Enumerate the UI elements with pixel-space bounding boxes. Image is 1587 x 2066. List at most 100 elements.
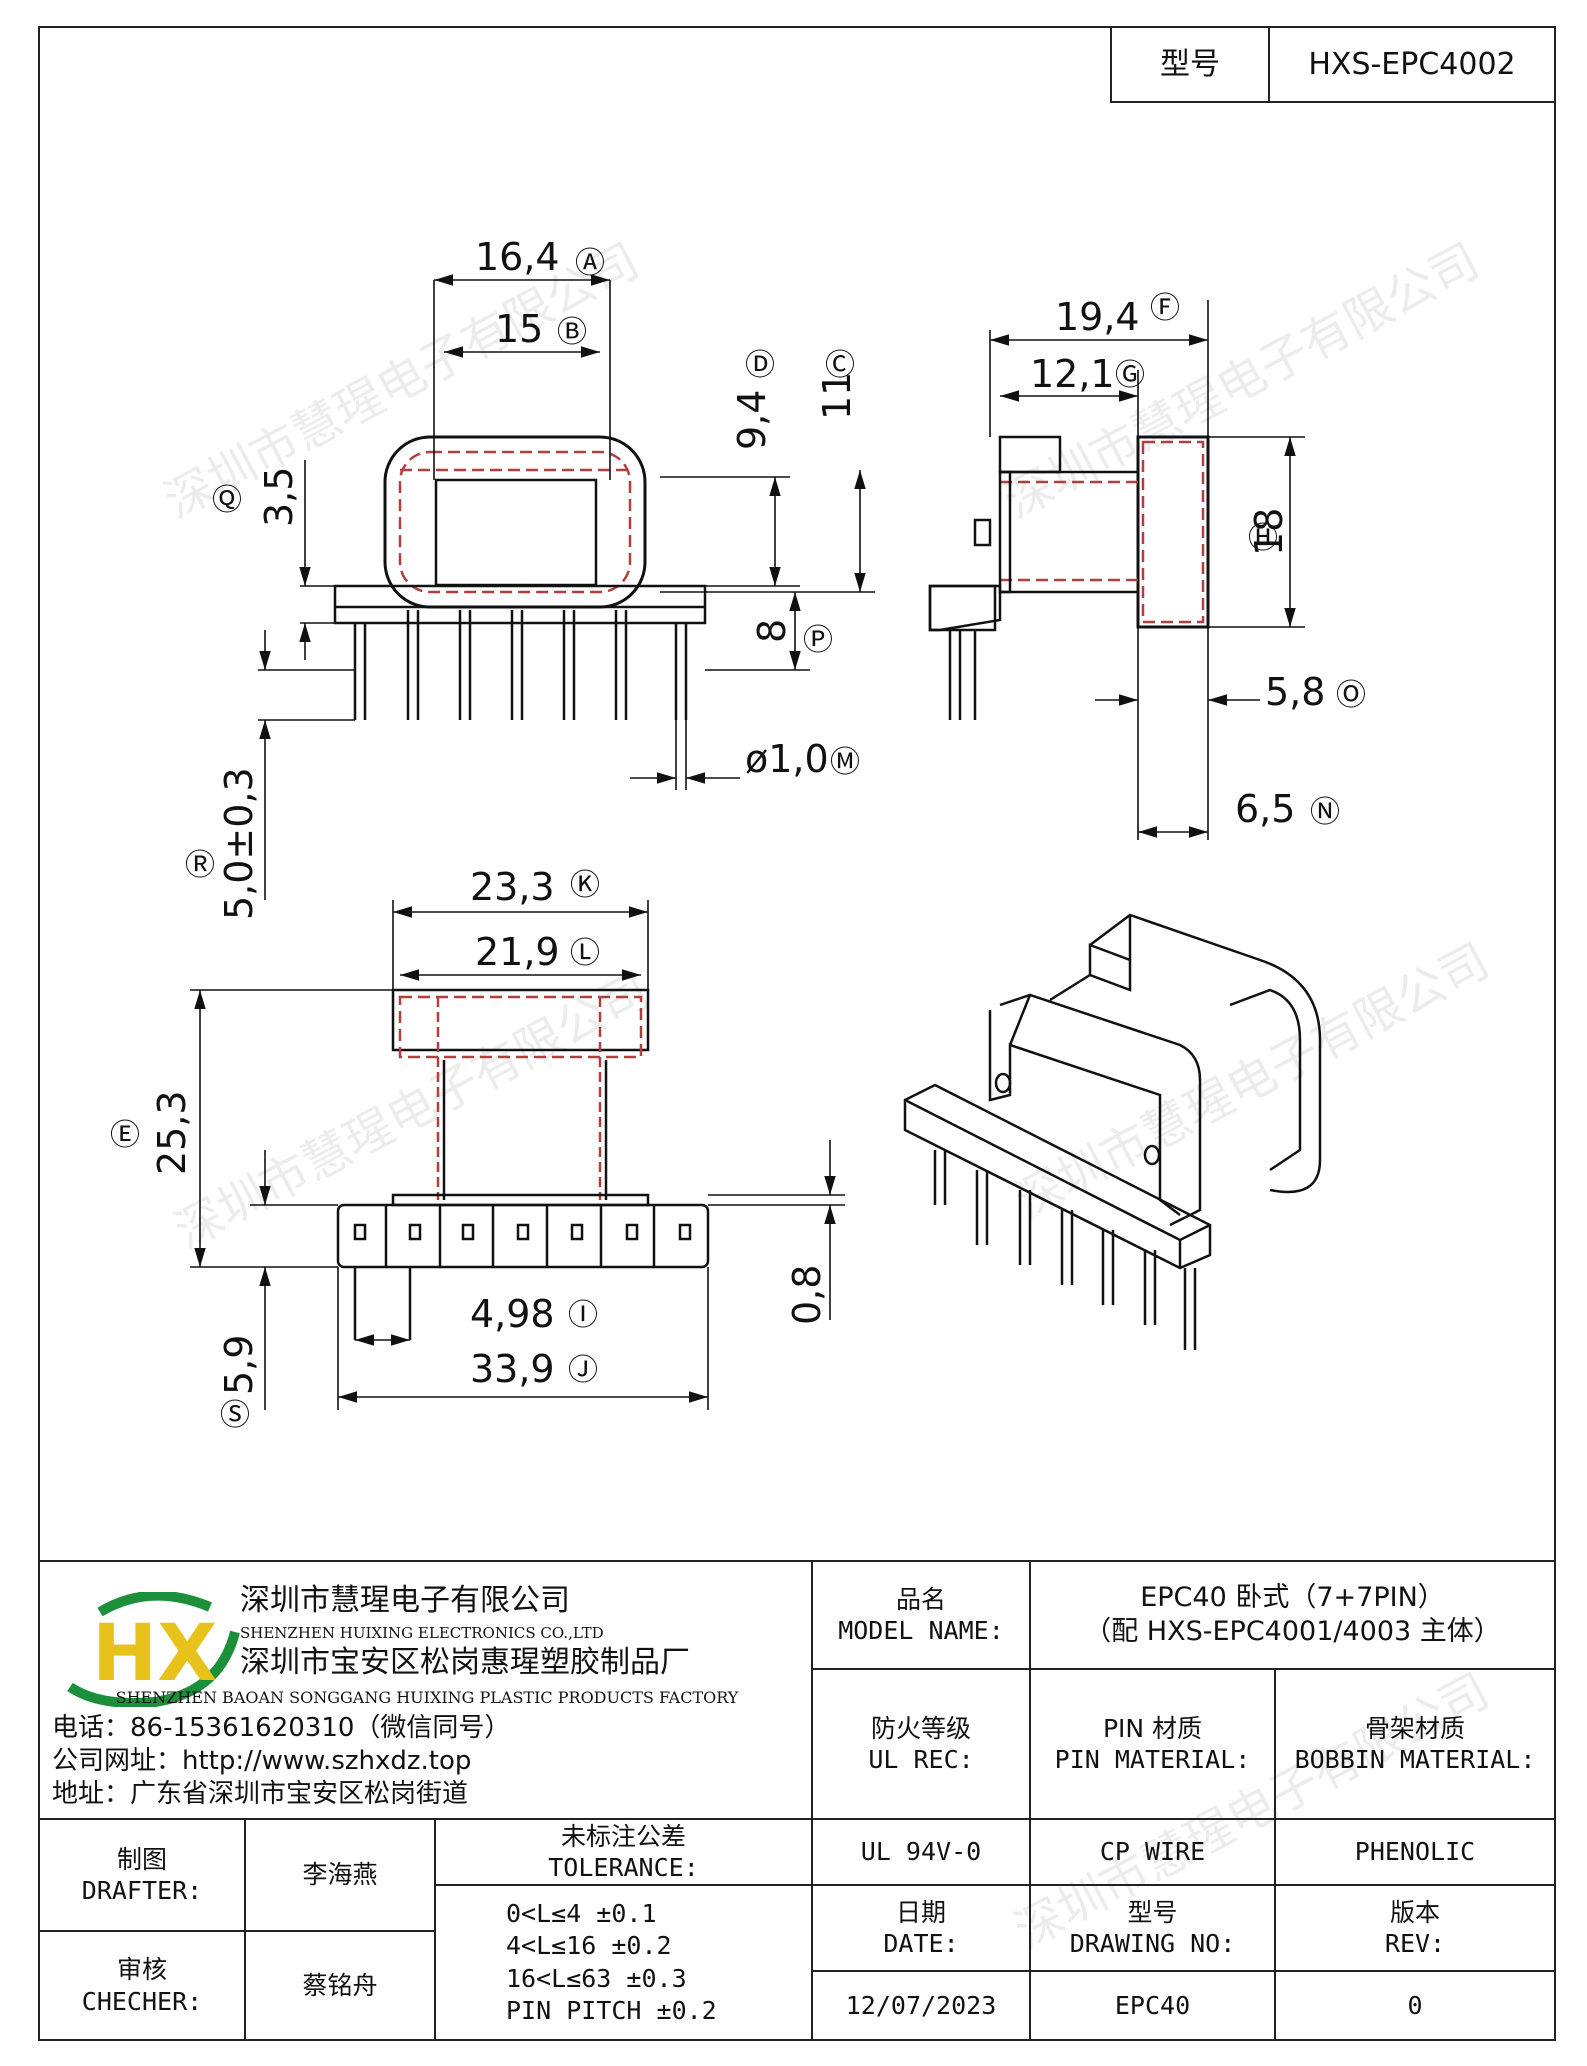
tolerance-line: PIN PITCH ±0.2 xyxy=(506,1996,717,2025)
fire-label-cn: 防火等级 xyxy=(870,1713,971,1743)
technical-drawing: 16,4 Ⓐ 15 Ⓑ 19,4 Ⓕ 12,1 Ⓖ 5,8 Ⓞ 6,5 Ⓝ ø1… xyxy=(110,235,1366,1433)
model-name-label-cn: 品名 xyxy=(895,1584,946,1614)
dim-B: 15 xyxy=(495,307,543,351)
company-block: HX 深圳市慧瑆电子有限公司 SHENZHEN HUIXING ELECTRON… xyxy=(38,1560,813,1820)
model-name-line-1: EPC40 卧式（7+7PIN） xyxy=(1140,1582,1445,1614)
svg-text:Ⓑ: Ⓑ xyxy=(557,315,587,350)
company-name-en: SHENZHEN HUIXING ELECTRONICS CO.,LTD xyxy=(240,1624,604,1642)
date-label: 日期 DATE: xyxy=(811,1884,1031,1972)
front-pins xyxy=(353,610,688,720)
company-logo: HX xyxy=(60,1590,250,1708)
dim-R: 5,0±0,3 xyxy=(217,767,261,920)
dim-M: ø1,0 xyxy=(745,737,829,781)
dim-D: 9,4 xyxy=(730,390,774,450)
svg-text:Ⓢ: Ⓢ xyxy=(220,1398,250,1433)
factory-name-en: SHENZHEN BAOAN SONGGANG HUIXING PLASTIC … xyxy=(115,1688,739,1707)
logo-text: HX xyxy=(92,1609,217,1699)
bobbin-material-label: 骨架材质 BOBBIN MATERIAL: xyxy=(1274,1668,1556,1820)
dim-T: 0,8 xyxy=(785,1265,829,1325)
front-view xyxy=(258,274,875,900)
pin-label-cn: PIN 材质 xyxy=(1102,1713,1203,1743)
dim-P: 8 xyxy=(750,619,794,643)
isometric-view xyxy=(903,913,1322,1350)
dim-Q: 3,5 xyxy=(257,467,301,527)
date-en: DATE: xyxy=(883,1929,959,1958)
header-model-label: 型号 xyxy=(1110,26,1270,103)
drawing-no-value: EPC40 xyxy=(1029,1970,1276,2041)
svg-text:Ⓐ: Ⓐ xyxy=(575,246,605,281)
dim-O: 5,8 xyxy=(1265,670,1325,714)
bobbin-material-value: PHENOLIC xyxy=(1274,1818,1556,1886)
date-value: 12/07/2023 xyxy=(811,1970,1031,2041)
svg-text:Ⓗ: Ⓗ xyxy=(1248,521,1278,556)
drafter-cn: 制图 xyxy=(116,1844,167,1874)
model-name-value: EPC40 卧式（7+7PIN） （配 HXS-EPC4001/4003 主体） xyxy=(1029,1560,1556,1670)
fire-label-en: UL REC: xyxy=(868,1745,974,1774)
dim-A: 16,4 xyxy=(475,235,560,279)
drafter-name: 李海燕 xyxy=(244,1818,436,1932)
drawing-no-cn: 型号 xyxy=(1127,1897,1178,1927)
checker-en: CHECHER: xyxy=(81,1986,203,2016)
rev-value: 0 xyxy=(1274,1970,1556,2041)
top-view xyxy=(190,900,845,1410)
model-name-label-en: MODEL NAME: xyxy=(838,1616,1004,1645)
checker-name: 蔡铭舟 xyxy=(244,1930,436,2041)
svg-text:Ⓔ: Ⓔ xyxy=(110,1118,140,1153)
tolerance-line: 0<L≤4 ±0.1 xyxy=(506,1898,657,1928)
rev-en: REV: xyxy=(1384,1929,1446,1958)
dim-F: 19,4 xyxy=(1055,295,1140,339)
date-cn: 日期 xyxy=(895,1897,946,1927)
rev-label: 版本 REV: xyxy=(1274,1884,1556,1972)
svg-text:Ⓕ: Ⓕ xyxy=(1150,291,1180,326)
tolerance-values: 0<L≤4 ±0.1 4<L≤16 ±0.2 16<L≤63 ±0.3 PIN … xyxy=(434,1884,813,2041)
svg-text:Ⓞ: Ⓞ xyxy=(1336,678,1366,713)
drawing-no-en: DRAWING NO: xyxy=(1069,1929,1236,1958)
side-view xyxy=(928,300,1305,840)
svg-text:Ⓡ: Ⓡ xyxy=(185,848,215,883)
iso-pins xyxy=(933,1150,1197,1350)
tolerance-line: 4<L≤16 ±0.2 xyxy=(506,1931,672,1960)
svg-text:Ⓘ: Ⓘ xyxy=(568,1298,598,1333)
svg-text:Ⓛ: Ⓛ xyxy=(570,936,600,971)
checker-cn: 审核 xyxy=(116,1955,167,1985)
dim-C: 11 xyxy=(815,372,859,420)
tolerance-en: TOLERANCE: xyxy=(548,1853,699,1882)
fire-rating-value: UL 94V-0 xyxy=(811,1818,1031,1886)
svg-text:Ⓟ: Ⓟ xyxy=(803,623,833,658)
dim-G: 12,1 xyxy=(1030,352,1115,396)
model-name-line-2: （配 HXS-EPC4001/4003 主体） xyxy=(1084,1616,1501,1647)
svg-text:Ⓜ: Ⓜ xyxy=(830,745,860,780)
model-name-label: 品名 MODEL NAME: xyxy=(811,1560,1031,1670)
dim-E: 25,3 xyxy=(150,1090,194,1175)
drawing-no-label: 型号 DRAWING NO: xyxy=(1029,1884,1276,1972)
dim-L: 21,9 xyxy=(475,930,560,974)
company-address: 地址：广东省深圳市宝安区松岗街道 xyxy=(52,1779,469,1809)
dim-I: 4,98 xyxy=(470,1292,555,1336)
top-pin-slots xyxy=(353,1223,692,1241)
bobbin-label-cn: 骨架材质 xyxy=(1364,1713,1465,1743)
tolerance-cn: 未标注公差 xyxy=(560,1821,686,1851)
dim-N: 6,5 xyxy=(1235,787,1295,831)
tolerance-label: 未标注公差 TOLERANCE: xyxy=(434,1818,813,1886)
svg-text:Ⓠ: Ⓠ xyxy=(212,483,242,518)
company-website: 公司网址：http://www.szhxdz.top xyxy=(52,1746,472,1776)
drafter-en: DRAFTER: xyxy=(81,1876,203,1905)
pin-label-en: PIN MATERIAL: xyxy=(1054,1745,1251,1774)
tolerance-line: 16<L≤63 ±0.3 xyxy=(506,1963,687,1993)
company-name-cn: 深圳市慧瑆电子有限公司 xyxy=(240,1583,570,1618)
fire-rating-label: 防火等级 UL REC: xyxy=(811,1668,1031,1820)
header-model-value: HXS-EPC4002 xyxy=(1268,26,1556,103)
svg-text:Ⓝ: Ⓝ xyxy=(1310,795,1340,830)
svg-text:Ⓓ: Ⓓ xyxy=(745,348,775,383)
dim-K: 23,3 xyxy=(470,865,555,909)
svg-text:Ⓚ: Ⓚ xyxy=(570,868,600,903)
drafter-label: 制图 DRAFTER: xyxy=(38,1818,246,1932)
svg-text:Ⓒ: Ⓒ xyxy=(825,348,855,383)
svg-text:Ⓖ: Ⓖ xyxy=(1115,358,1145,393)
svg-text:Ⓙ: Ⓙ xyxy=(568,1353,598,1388)
dim-J: 33,9 xyxy=(470,1347,555,1391)
pin-material-label: PIN 材质 PIN MATERIAL: xyxy=(1029,1668,1276,1820)
checker-label: 审核 CHECHER: xyxy=(38,1930,246,2041)
factory-name-cn: 深圳市宝安区松岗惠瑆塑胶制品厂 xyxy=(240,1645,690,1680)
pin-material-value: CP WIRE xyxy=(1029,1818,1276,1886)
